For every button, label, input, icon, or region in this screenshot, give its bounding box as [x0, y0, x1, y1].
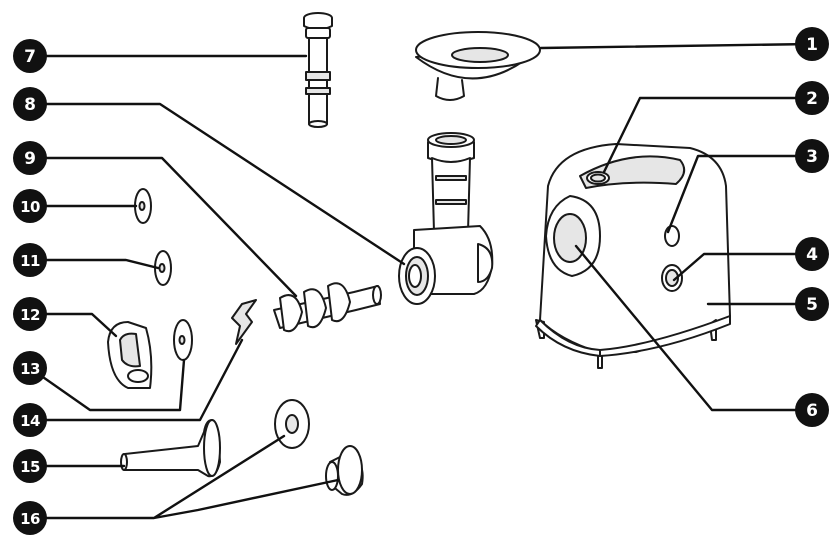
svg-text:3: 3: [806, 147, 818, 167]
callout-11: 11: [13, 243, 47, 277]
leader-9: [28, 156, 298, 298]
svg-text:10: 10: [20, 198, 40, 216]
callout-6: 6: [795, 393, 829, 427]
part-button-lower: [661, 264, 683, 292]
callout-8: 8: [13, 87, 47, 121]
svg-text:4: 4: [806, 245, 818, 265]
callout-9: 9: [13, 141, 47, 175]
part-blade: [231, 299, 257, 345]
leader-12: [28, 312, 118, 338]
callout-16: 16: [13, 501, 47, 535]
leader-13: [28, 358, 186, 412]
part-kibbe-attachment: [107, 321, 153, 389]
callout-1: 1: [795, 27, 829, 61]
svg-text:8: 8: [24, 95, 36, 115]
part-button-upper: [664, 225, 680, 247]
part-pusher: [303, 12, 333, 128]
svg-text:15: 15: [20, 458, 40, 476]
svg-text:1: 1: [806, 35, 818, 55]
svg-text:13: 13: [20, 360, 40, 378]
part-disc-medium: [154, 250, 172, 286]
svg-text:11: 11: [20, 252, 40, 270]
part-grinder-head: [398, 132, 494, 305]
svg-text:7: 7: [24, 47, 36, 67]
part-on-off-switch: [590, 173, 606, 183]
callout-badges: 1 2 3 4 5 6 7 8 9 10 11 12 13 14 15 16: [13, 27, 829, 535]
svg-text:12: 12: [20, 306, 40, 324]
callout-7: 7: [13, 39, 47, 73]
leader-lines: [28, 42, 814, 520]
callout-14: 14: [13, 403, 47, 437]
leader-14: [28, 338, 244, 422]
callout-3: 3: [795, 139, 829, 173]
svg-text:6: 6: [806, 401, 818, 421]
callout-15: 15: [13, 449, 47, 483]
callout-5: 5: [795, 287, 829, 321]
svg-text:2: 2: [806, 89, 818, 109]
svg-text:14: 14: [20, 412, 40, 430]
callout-13: 13: [13, 351, 47, 385]
part-cone-spacer: [274, 399, 364, 496]
svg-text:5: 5: [806, 295, 818, 315]
leader-6: [574, 244, 814, 412]
leader-16: [28, 434, 340, 520]
leader-4: [672, 252, 814, 282]
callout-12: 12: [13, 297, 47, 331]
callout-10: 10: [13, 189, 47, 223]
part-sausage-tube: [120, 419, 221, 478]
callout-4: 4: [795, 237, 829, 271]
svg-text:16: 16: [20, 510, 40, 528]
leader-2: [602, 96, 814, 174]
part-disc-fine: [173, 319, 193, 361]
leader-8: [28, 102, 406, 266]
callout-2: 2: [795, 81, 829, 115]
leader-11: [28, 258, 160, 270]
leader-3: [666, 154, 814, 234]
part-disc-coarse: [134, 188, 152, 224]
part-tray: [415, 31, 541, 101]
svg-text:9: 9: [24, 149, 36, 169]
leader-1: [539, 42, 814, 50]
part-auger: [273, 282, 382, 333]
